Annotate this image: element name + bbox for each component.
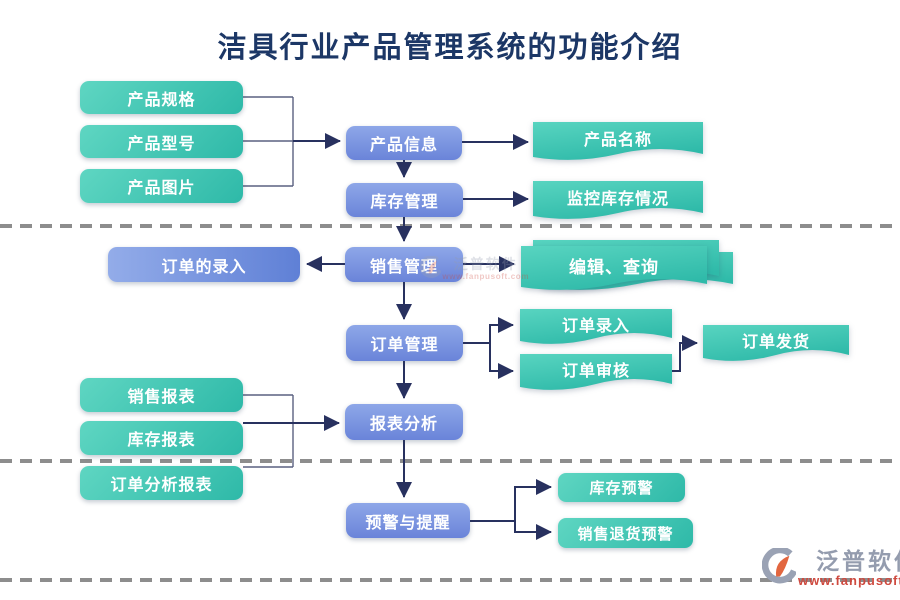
node-product-spec: 产品规格 <box>80 81 243 114</box>
node-alert-reminder: 预警与提醒 <box>346 503 470 538</box>
node-label: 订单的录入 <box>161 258 247 276</box>
node-label: 编辑、查询 <box>569 257 659 277</box>
node-label: 报表分析 <box>369 416 438 433</box>
watermark: 泛普软件 www.fanpusoft.com <box>762 548 900 588</box>
node-label: 监控库存情况 <box>566 191 669 208</box>
node-label: 产品信息 <box>369 137 438 154</box>
node-order-mgmt: 订单管理 <box>346 325 463 361</box>
page-title: 洁具行业产品管理系统的功能介绍 <box>217 32 683 64</box>
node-label: 预警与提醒 <box>365 514 451 532</box>
node-label: 销售报表 <box>127 389 196 406</box>
watermark-faint: 泛普软件 www.fanpusoft.com <box>420 256 529 281</box>
fanpu-logo-icon <box>762 548 796 584</box>
doc-monitor-inventory: 监控库存情况 <box>533 181 703 221</box>
watermark-url: www.fanpusoft.com <box>442 271 530 281</box>
doc-order-review: 订单审核 <box>520 354 672 392</box>
node-inventory-alert: 库存预警 <box>558 473 685 502</box>
dashed-divider-top <box>0 224 900 228</box>
watermark-brand: 泛普软件 <box>453 256 518 273</box>
node-product-info: 产品信息 <box>346 126 462 160</box>
node-report-analysis: 报表分析 <box>345 404 463 440</box>
document-shape <box>520 309 672 344</box>
dashed-divider-bottom <box>0 578 900 582</box>
node-label: 库存报表 <box>127 432 196 449</box>
node-sales-mgmt: 销售管理 <box>345 247 463 282</box>
document-shape <box>521 246 707 290</box>
document-shape <box>533 122 703 160</box>
node-label: 库存管理 <box>370 194 439 211</box>
node-inventory-report: 库存报表 <box>80 421 243 455</box>
node-label: 产品规格 <box>127 91 196 109</box>
watermark-url: www.fanpusoft.com <box>798 573 900 588</box>
fanpu-logo-icon <box>420 256 442 278</box>
doc-edit-query: 编辑、查询 <box>521 246 707 292</box>
node-label: 库存预警 <box>589 480 654 497</box>
node-label: 订单审核 <box>561 363 630 380</box>
node-product-model: 产品型号 <box>80 125 243 158</box>
document-shape <box>520 354 672 390</box>
node-product-image: 产品图片 <box>80 169 243 203</box>
node-sales-report: 销售报表 <box>80 378 243 412</box>
node-label: 销售退货预警 <box>577 525 674 543</box>
doc-product-name: 产品名称 <box>533 122 703 162</box>
dashed-divider-middle <box>0 459 900 463</box>
node-label: 产品型号 <box>127 135 196 153</box>
node-sales-return-alert: 销售退货预警 <box>558 518 693 548</box>
node-order-entry-left: 订单的录入 <box>108 247 300 282</box>
watermark-brand: 泛普软件 <box>816 548 900 574</box>
document-shape <box>703 325 849 361</box>
node-label: 订单管理 <box>370 337 439 354</box>
node-label: 订单录入 <box>561 317 630 335</box>
node-label: 产品名称 <box>583 132 652 149</box>
document-shape <box>533 181 703 219</box>
node-label: 订单发货 <box>741 334 810 351</box>
node-order-analysis-report: 订单分析报表 <box>80 466 243 500</box>
node-label: 销售管理 <box>369 258 438 276</box>
node-label: 产品图片 <box>127 180 196 197</box>
node-label: 订单分析报表 <box>110 477 213 494</box>
doc-order-entry: 订单录入 <box>520 309 672 346</box>
doc-order-ship: 订单发货 <box>703 325 849 363</box>
node-inventory-mgmt: 库存管理 <box>346 183 463 217</box>
